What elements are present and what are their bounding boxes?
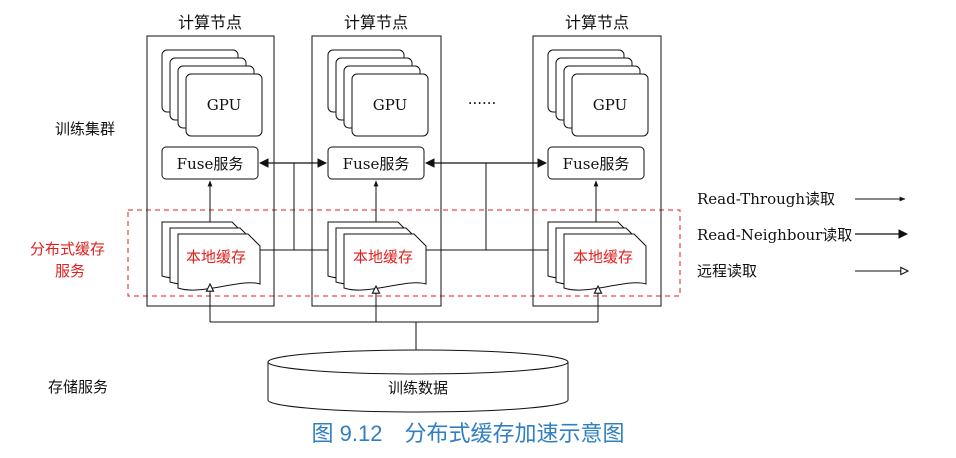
- figure-caption: 图 9.12 分布式缓存加速示意图: [312, 421, 625, 446]
- legend-remote-read-label: 远程读取: [697, 263, 757, 280]
- fuse-service-box: [161, 146, 259, 180]
- compute-node-title: 计算节点: [565, 13, 629, 32]
- gpu-card: [571, 73, 649, 137]
- distributed-cache-label-line1: 分布式缓存: [30, 241, 105, 258]
- gpu-label: GPU: [207, 96, 241, 114]
- local-cache-doc: [177, 233, 261, 291]
- compute-node-title: 计算节点: [178, 13, 242, 32]
- fuse-service-label: Fuse服务: [177, 155, 244, 173]
- fuse-service-label: Fuse服务: [343, 155, 410, 173]
- gpu-label: GPU: [593, 96, 627, 114]
- local-cache-doc: [563, 233, 647, 291]
- compute-node-1: 计算节点 GPU Fuse服务 本地缓存: [146, 13, 275, 307]
- legend: Read-Through读取 Read-Neighbour读取 远程读取: [697, 190, 908, 280]
- local-cache-doc: [343, 233, 427, 291]
- more-nodes-ellipsis: ......: [468, 90, 497, 108]
- legend-read-neighbour-label: Read-Neighbour读取: [697, 226, 852, 244]
- local-cache-label: 本地缓存: [186, 249, 246, 266]
- gpu-card: [185, 73, 263, 137]
- training-cluster-label: 训练集群: [55, 121, 115, 138]
- gpu-card: [351, 73, 429, 137]
- storage-service-label: 存储服务: [48, 379, 108, 396]
- local-cache-label: 本地缓存: [573, 249, 633, 266]
- local-cache-label: 本地缓存: [353, 249, 413, 266]
- fuse-service-label: Fuse服务: [563, 155, 630, 173]
- distributed-cache-label-line2: 服务: [55, 263, 85, 280]
- gpu-label: GPU: [373, 96, 407, 114]
- legend-read-through-label: Read-Through读取: [697, 190, 835, 208]
- cache-interconnect: [260, 163, 548, 251]
- compute-node-title: 计算节点: [344, 13, 408, 32]
- training-data-label: 训练数据: [388, 380, 448, 397]
- training-data-storage: 训练数据: [267, 349, 569, 413]
- remote-read-lines: [210, 284, 598, 352]
- fuse-service-box: [327, 146, 425, 180]
- fuse-service-box: [547, 146, 645, 180]
- compute-node-3: 计算节点 GPU Fuse服务 本地缓存: [532, 13, 662, 307]
- distributed-cache-region: [127, 209, 681, 297]
- compute-node-2: 计算节点 GPU Fuse服务 本地缓存: [311, 13, 442, 307]
